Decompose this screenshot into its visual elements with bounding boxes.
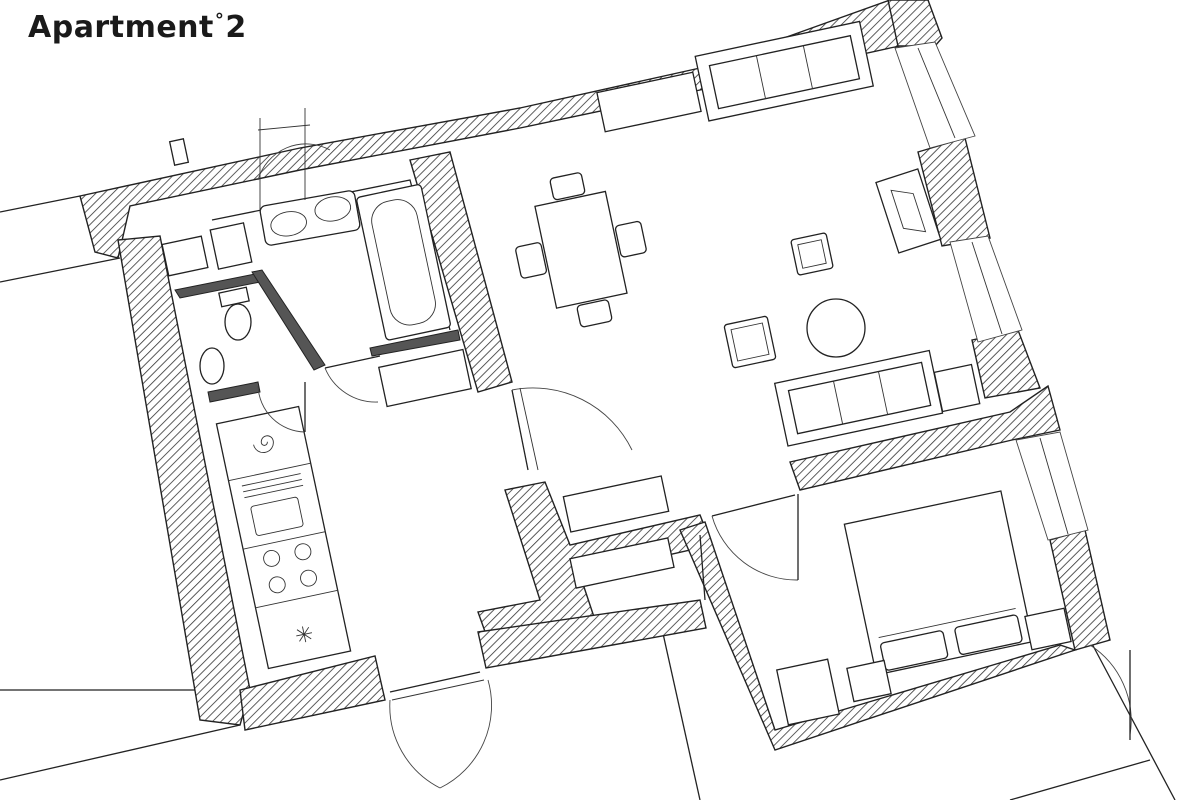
window-bedroom xyxy=(1015,431,1089,541)
window-right-upper xyxy=(894,41,976,149)
door-bathroom xyxy=(324,355,381,403)
exterior-wall-bottom xyxy=(239,655,386,731)
wardrobe-lower xyxy=(569,537,675,589)
double-sink xyxy=(259,190,361,246)
interior-wall-lower xyxy=(477,599,707,669)
double-bed xyxy=(843,490,1034,676)
side-table xyxy=(933,363,981,413)
partition-bath xyxy=(369,329,461,357)
toilet xyxy=(218,286,252,341)
wardrobe-upper xyxy=(562,475,670,533)
door-top-entry xyxy=(257,108,331,210)
door-wc xyxy=(257,382,306,433)
interior-wall-bath xyxy=(409,151,513,393)
door-bedroom xyxy=(711,494,799,581)
bedroom-wall-left-line xyxy=(699,534,706,601)
shaft-box xyxy=(161,235,209,277)
nightstand-left xyxy=(846,659,892,703)
bedroom-wall-bottom xyxy=(679,521,1078,751)
closet-bath xyxy=(378,348,472,408)
round-coffee-table xyxy=(806,298,866,358)
partition-kitchen xyxy=(207,381,261,403)
armchair-1 xyxy=(790,232,834,276)
armchair-2 xyxy=(723,315,777,369)
window-right-mid xyxy=(949,235,1023,343)
plan-title-degree: ° xyxy=(214,10,225,31)
bedroom-dresser xyxy=(775,658,841,726)
chimney-stub xyxy=(168,138,190,166)
nightstand-right xyxy=(1024,607,1072,651)
sideboard-top xyxy=(596,71,702,133)
sofa-top xyxy=(694,20,875,122)
door-entrance xyxy=(389,671,492,789)
sofa-bottom xyxy=(773,349,944,447)
plan-title-text: Apartment xyxy=(28,10,214,45)
door-living-room xyxy=(511,387,633,471)
bedroom-wall-top xyxy=(789,384,1061,491)
door-balcony xyxy=(1089,644,1132,740)
bathtub xyxy=(356,184,451,341)
wc-washbasin xyxy=(199,347,225,385)
wc-cabinet xyxy=(209,222,253,270)
fireplace xyxy=(875,168,942,254)
dining-set xyxy=(515,172,647,328)
kitchen-counter xyxy=(215,405,352,670)
exterior-wall-right-upper xyxy=(887,0,943,47)
partition-wc-diag xyxy=(251,269,326,371)
plan-title-number: 2 xyxy=(225,10,247,45)
plan-title: Apartment°2 xyxy=(28,10,247,45)
